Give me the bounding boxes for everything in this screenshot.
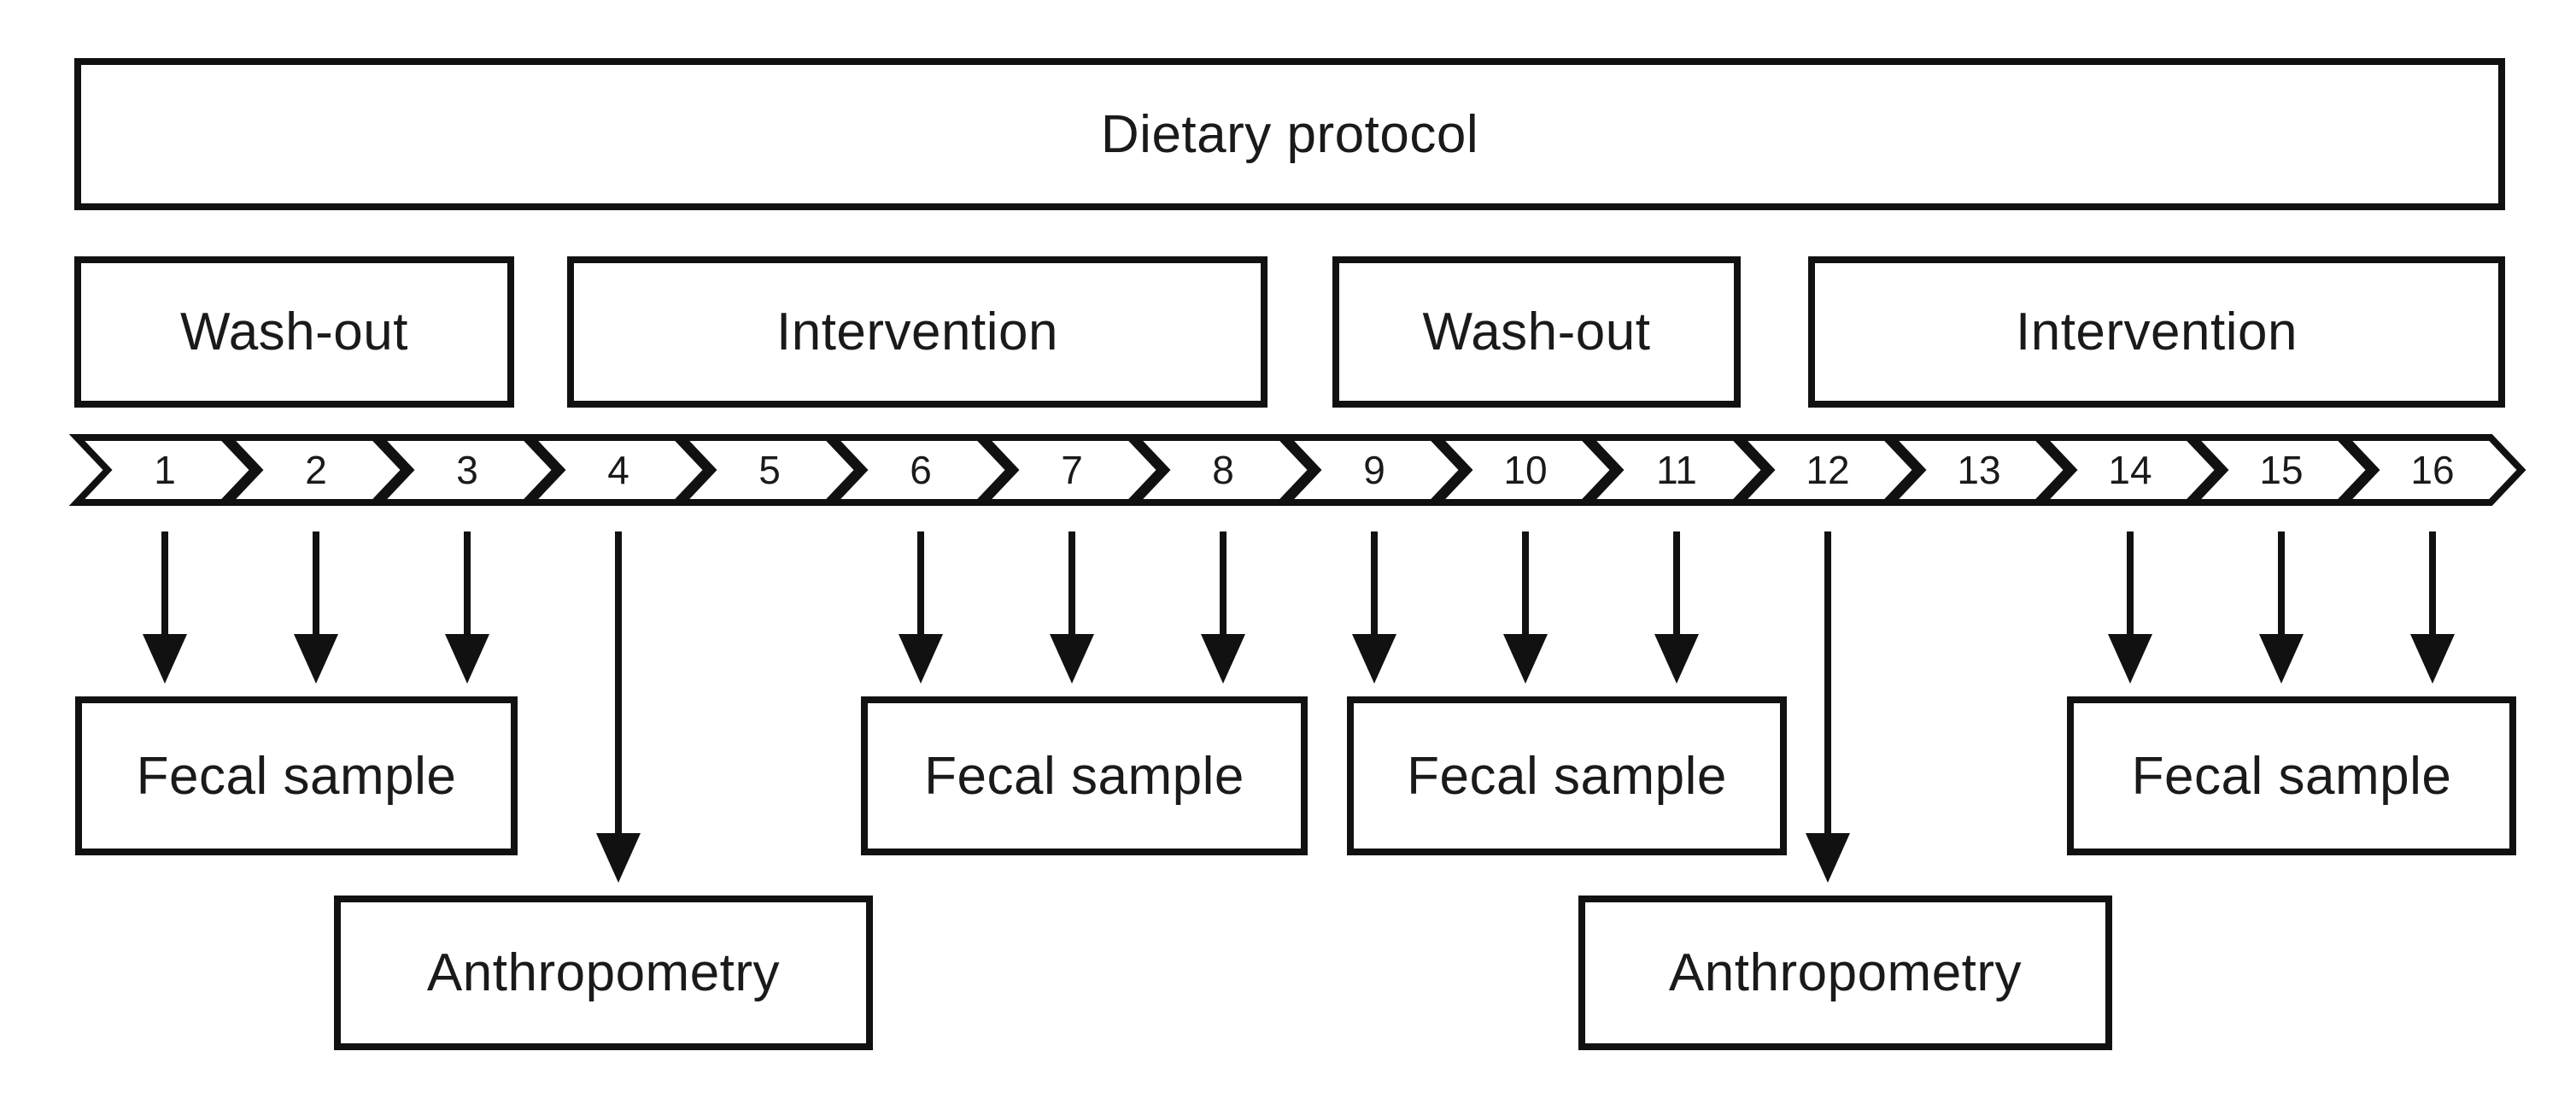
chevron-step-13: 13 bbox=[1882, 434, 2073, 506]
fecal-sample-label-1: Fecal sample bbox=[136, 746, 457, 806]
chevron-step-10: 10 bbox=[1429, 434, 1619, 506]
down-arrow-14-icon bbox=[2108, 531, 2152, 684]
fecal-sample-label-3: Fecal sample bbox=[1407, 746, 1727, 806]
chevron-step-label: 14 bbox=[2108, 448, 2152, 492]
chevron-step-6: 6 bbox=[824, 434, 1015, 506]
chevron-step-label: 16 bbox=[2410, 448, 2454, 492]
intervention-label-2: Intervention bbox=[2016, 302, 2298, 361]
chevron-step-14: 14 bbox=[2034, 434, 2224, 506]
chevron-step-label: 3 bbox=[456, 448, 478, 492]
chevron-step-label: 7 bbox=[1061, 448, 1083, 492]
down-arrow-16-icon bbox=[2410, 531, 2455, 684]
chevron-step-7: 7 bbox=[975, 434, 1166, 506]
anthropometry-label-1: Anthropometry bbox=[426, 943, 781, 1002]
down-arrow-10-icon bbox=[1503, 531, 1548, 684]
down-arrow-4-icon bbox=[596, 531, 641, 883]
down-arrow-1-icon bbox=[143, 531, 187, 684]
chevron-step-15: 15 bbox=[2185, 434, 2375, 506]
chevron-step-label: 15 bbox=[2259, 448, 2303, 492]
down-arrow-3-icon bbox=[445, 531, 489, 684]
down-arrow-2-icon bbox=[294, 531, 338, 684]
dietary-protocol-box: Dietary protocol bbox=[74, 58, 2505, 210]
chevron-step-label: 4 bbox=[607, 448, 629, 492]
washout-box-2: Wash-out bbox=[1332, 256, 1741, 408]
dietary-protocol-label: Dietary protocol bbox=[1100, 104, 1479, 164]
intervention-box-2: Intervention bbox=[1808, 256, 2505, 408]
down-arrow-7-icon bbox=[1050, 531, 1094, 684]
anthropometry-label-2: Anthropometry bbox=[1668, 943, 2023, 1002]
chevron-step-12: 12 bbox=[1731, 434, 1922, 506]
washout-box-1: Wash-out bbox=[74, 256, 514, 408]
down-arrow-15-icon bbox=[2259, 531, 2304, 684]
chevron-step-label: 10 bbox=[1503, 448, 1547, 492]
chevron-step-label: 6 bbox=[910, 448, 932, 492]
intervention-label-1: Intervention bbox=[776, 302, 1058, 361]
chevron-step-1: 1 bbox=[68, 434, 259, 506]
chevron-step-8: 8 bbox=[1127, 434, 1317, 506]
chevron-step-2: 2 bbox=[220, 434, 410, 506]
chevron-step-label: 8 bbox=[1212, 448, 1234, 492]
chevron-step-5: 5 bbox=[673, 434, 864, 506]
fecal-sample-label-2: Fecal sample bbox=[924, 746, 1244, 806]
down-arrow-9-icon bbox=[1352, 531, 1396, 684]
chevron-step-label: 13 bbox=[1957, 448, 2000, 492]
anthropometry-box-1: Anthropometry bbox=[334, 896, 873, 1050]
chevron-step-9: 9 bbox=[1278, 434, 1468, 506]
down-arrow-8-icon bbox=[1201, 531, 1245, 684]
chevron-step-label: 1 bbox=[154, 448, 176, 492]
chevron-step-label: 2 bbox=[305, 448, 327, 492]
intervention-box-1: Intervention bbox=[567, 256, 1268, 408]
chevron-step-3: 3 bbox=[371, 434, 561, 506]
chevron-step-label: 5 bbox=[758, 448, 781, 492]
fecal-sample-box-3: Fecal sample bbox=[1347, 696, 1787, 855]
anthropometry-box-2: Anthropometry bbox=[1578, 896, 2112, 1050]
chevron-step-label: 11 bbox=[1656, 448, 1697, 492]
down-arrow-6-icon bbox=[899, 531, 943, 684]
chevron-step-16: 16 bbox=[2336, 434, 2526, 506]
fecal-sample-box-2: Fecal sample bbox=[861, 696, 1308, 855]
chevron-step-label: 9 bbox=[1363, 448, 1385, 492]
washout-label-1: Wash-out bbox=[179, 302, 408, 361]
fecal-sample-box-1: Fecal sample bbox=[75, 696, 518, 855]
fecal-sample-box-4: Fecal sample bbox=[2067, 696, 2516, 855]
chevron-step-4: 4 bbox=[522, 434, 712, 506]
chevron-step-label: 12 bbox=[1806, 448, 1849, 492]
down-arrow-12-icon bbox=[1806, 531, 1850, 883]
washout-label-2: Wash-out bbox=[1422, 302, 1651, 361]
fecal-sample-label-4: Fecal sample bbox=[2131, 746, 2452, 806]
down-arrow-11-icon bbox=[1654, 531, 1699, 684]
chevron-step-11: 11 bbox=[1580, 434, 1771, 506]
